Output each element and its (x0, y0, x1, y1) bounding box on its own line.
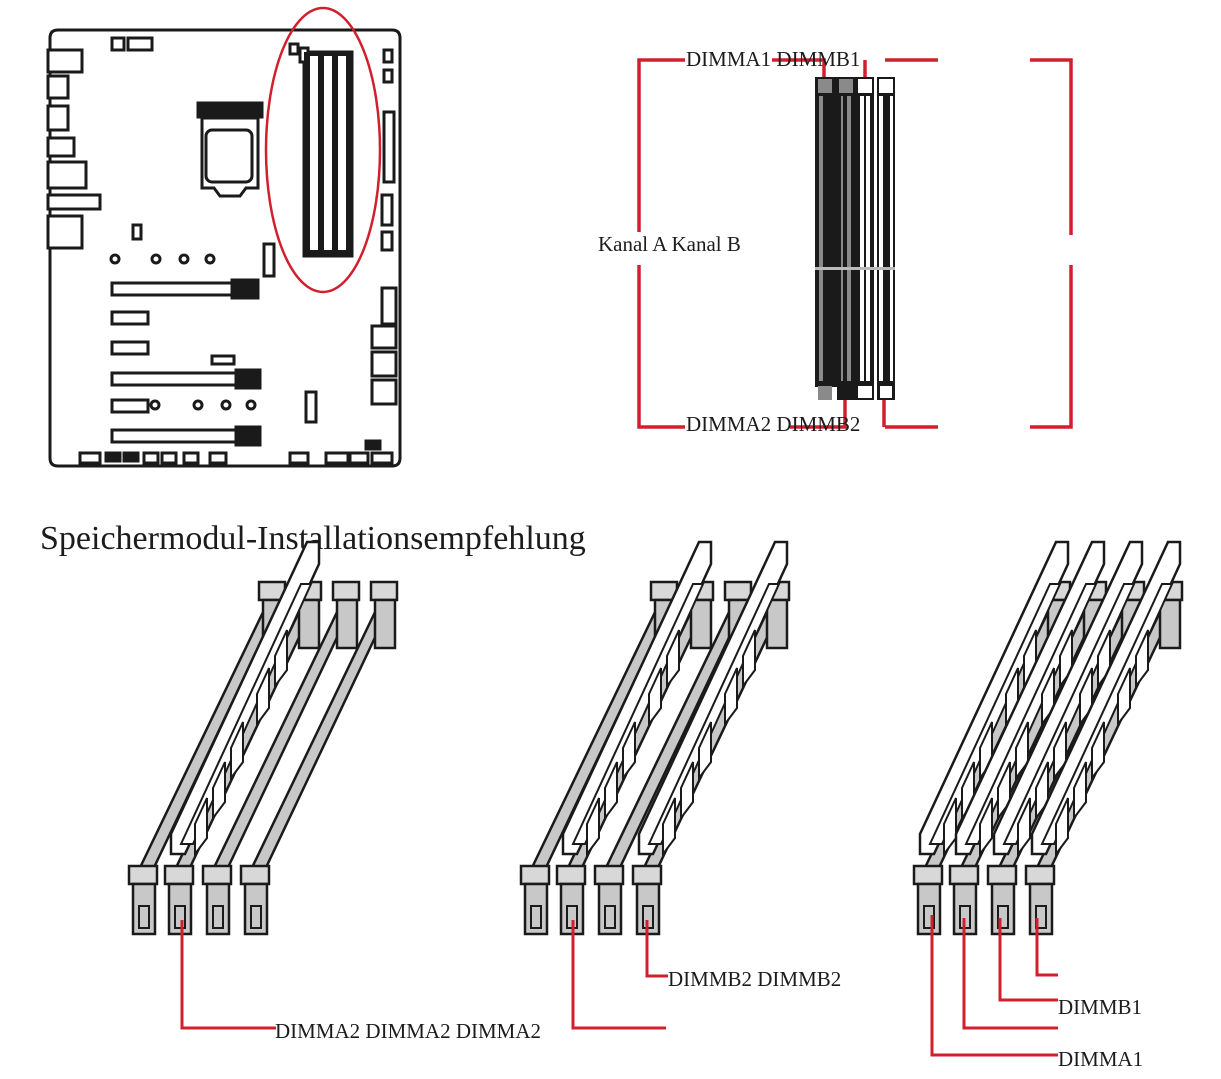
install-two-modules (519, 540, 791, 936)
bottom-slot-labels: DIMMA2 DIMMB2 (686, 412, 861, 436)
install-four-label-dimma1: DIMMA1 (1058, 1047, 1144, 1071)
dimm-highlight-ellipse (264, 6, 382, 294)
channel-labels: Kanal A Kanal B (598, 232, 741, 256)
install-two-labels: DIMMB2 DIMMB2 (668, 967, 842, 991)
install-four-modules (912, 540, 1184, 936)
install-four-label-dimmb1: DIMMB1 (1058, 995, 1143, 1019)
install-one-module (127, 540, 399, 936)
install-one-labels: DIMMA2 DIMMA2 DIMMA2 (275, 1019, 542, 1043)
top-slot-labels: DIMMA1 DIMMB1 (686, 47, 861, 71)
